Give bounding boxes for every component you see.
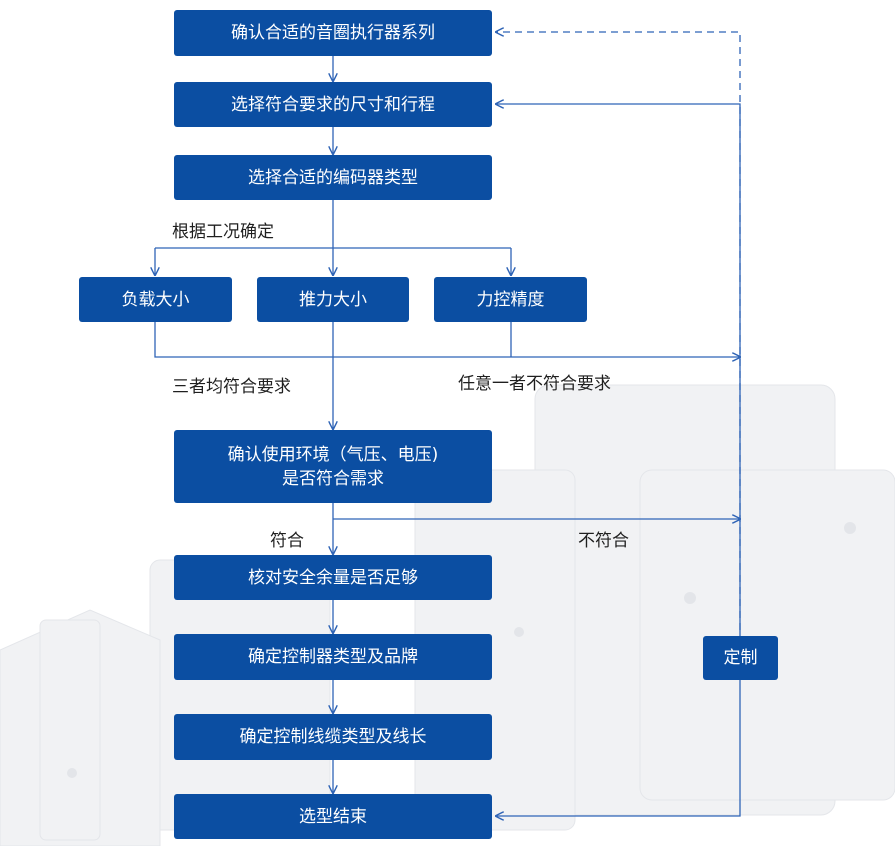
line-fail-collector [154, 322, 740, 357]
node-custom: 定制 [703, 636, 778, 680]
arrow-custom-to-end [496, 680, 741, 816]
node-environment-line2: 是否符合需求 [282, 468, 384, 489]
node-safety-margin-text: 核对安全余量是否足够 [248, 567, 418, 588]
node-cable: 确定控制线缆类型及线长 [174, 714, 492, 760]
node-load: 负载大小 [79, 277, 232, 322]
node-select-size: 选择符合要求的尺寸和行程 [174, 82, 492, 127]
label-by-condition: 根据工况确定 [172, 222, 274, 242]
node-cable-text: 确定控制线缆类型及线长 [239, 727, 427, 747]
node-selection-end: 选型结束 [174, 794, 492, 839]
node-force-precision-text: 力控精度 [476, 289, 545, 310]
node-thrust: 推力大小 [257, 277, 409, 322]
node-select-encoder: 选择合适的编码器类型 [174, 155, 492, 200]
node-force-precision: 力控精度 [434, 277, 587, 322]
node-select-encoder-text: 选择合适的编码器类型 [248, 167, 418, 188]
node-environment: 确认使用环境（气压、电压) 是否符合需求 [174, 430, 492, 503]
node-select-size-text: 选择符合要求的尺寸和行程 [231, 94, 435, 115]
node-controller: 确定控制器类型及品牌 [174, 634, 492, 680]
node-environment-line1: 确认使用环境（气压、电压) [227, 444, 439, 465]
node-confirm-series: 确认合适的音圈执行器系列 [174, 10, 492, 56]
node-controller-text: 确定控制器类型及品牌 [248, 647, 418, 667]
label-meet: 符合 [270, 531, 304, 551]
node-thrust-text: 推力大小 [299, 289, 367, 310]
label-all-meet: 三者均符合要求 [172, 377, 291, 397]
node-selection-end-text: 选型结束 [299, 806, 367, 827]
label-not-meet: 不符合 [578, 531, 629, 551]
arrow-dashed-to-series [496, 32, 741, 630]
node-load-text: 负载大小 [121, 289, 190, 310]
node-custom-text: 定制 [723, 648, 758, 668]
node-safety-margin: 核对安全余量是否足够 [174, 555, 492, 600]
node-confirm-series-text: 确认合适的音圈执行器系列 [231, 23, 435, 43]
label-any-fail: 任意一者不符合要求 [458, 374, 611, 394]
